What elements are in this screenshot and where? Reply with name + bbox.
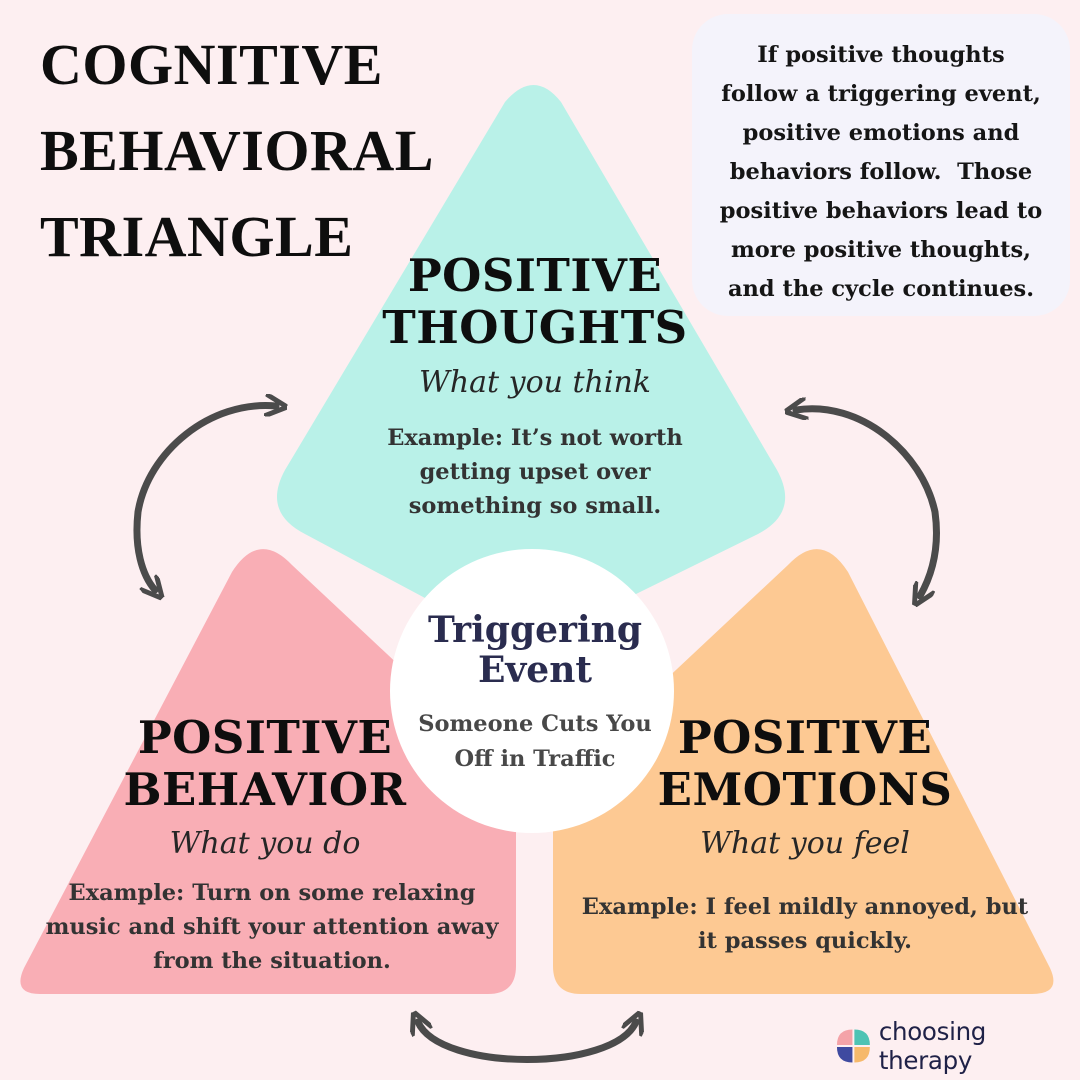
page-title: COGNITIVE BEHAVIORAL TRIANGLE: [40, 22, 460, 280]
brand-mark-icon: [836, 1029, 870, 1063]
behavior-subtitle: What you do: [169, 826, 361, 861]
behavior-heading: POSITIVE BEHAVIOR: [70, 712, 460, 816]
arrow-thoughts-behavior: [133, 406, 276, 590]
trigger-title-line: Triggering: [427, 609, 643, 651]
thoughts-heading-line: THOUGHTS: [382, 301, 688, 354]
emotions-heading-line: EMOTIONS: [657, 763, 953, 816]
behavior-triangle: [20, 549, 517, 994]
note-line: If positive thoughts: [757, 42, 1005, 68]
emotions-heading: POSITIVE EMOTIONS: [610, 712, 1000, 816]
arrow-behavior-emotions: [418, 1022, 636, 1063]
trigger-title-line: Event: [477, 649, 593, 691]
thoughts-triangle: [276, 85, 786, 598]
brand-logo: choosing therapy: [836, 1017, 1080, 1075]
thoughts-heading: POSITIVE THOUGHTS: [335, 250, 735, 354]
note-line: positive emotions and: [742, 120, 1020, 146]
thoughts-example: Example: It’s not worth getting upset ov…: [387, 425, 683, 519]
behavior-heading-line: POSITIVE: [137, 711, 393, 764]
cycle-note-box: If positive thoughts follow a triggering…: [692, 14, 1070, 316]
title-line: TRIANGLE: [40, 204, 354, 269]
title-line: BEHAVIORAL: [40, 118, 434, 183]
brand-name: choosing therapy: [878, 1017, 987, 1075]
emotions-example: Example: I feel mildly annoyed, but it p…: [581, 894, 1029, 954]
note-line: behaviors follow. Those: [729, 159, 1033, 185]
note-line: more positive thoughts,: [730, 237, 1032, 263]
thoughts-heading-line: POSITIVE: [407, 249, 663, 302]
note-line: positive behaviors lead to: [719, 198, 1043, 224]
emotions-triangle: [553, 549, 1054, 994]
trigger-circle: [390, 549, 674, 833]
emotions-subtitle: What you feel: [700, 826, 910, 861]
emotions-heading-line: POSITIVE: [677, 711, 933, 764]
trigger-description: Someone Cuts You Off in Traffic: [418, 711, 652, 772]
note-line: and the cycle continues.: [727, 276, 1035, 302]
thoughts-subtitle: What you think: [419, 365, 651, 400]
trigger-title: Triggering Event: [400, 610, 670, 690]
note-line: follow a triggering event,: [721, 81, 1041, 107]
behavior-example: Example: Turn on some relaxing music and…: [45, 880, 499, 974]
behavior-heading-line: BEHAVIOR: [123, 763, 407, 816]
title-line: COGNITIVE: [40, 32, 383, 97]
arrow-thoughts-emotions: [796, 409, 941, 596]
